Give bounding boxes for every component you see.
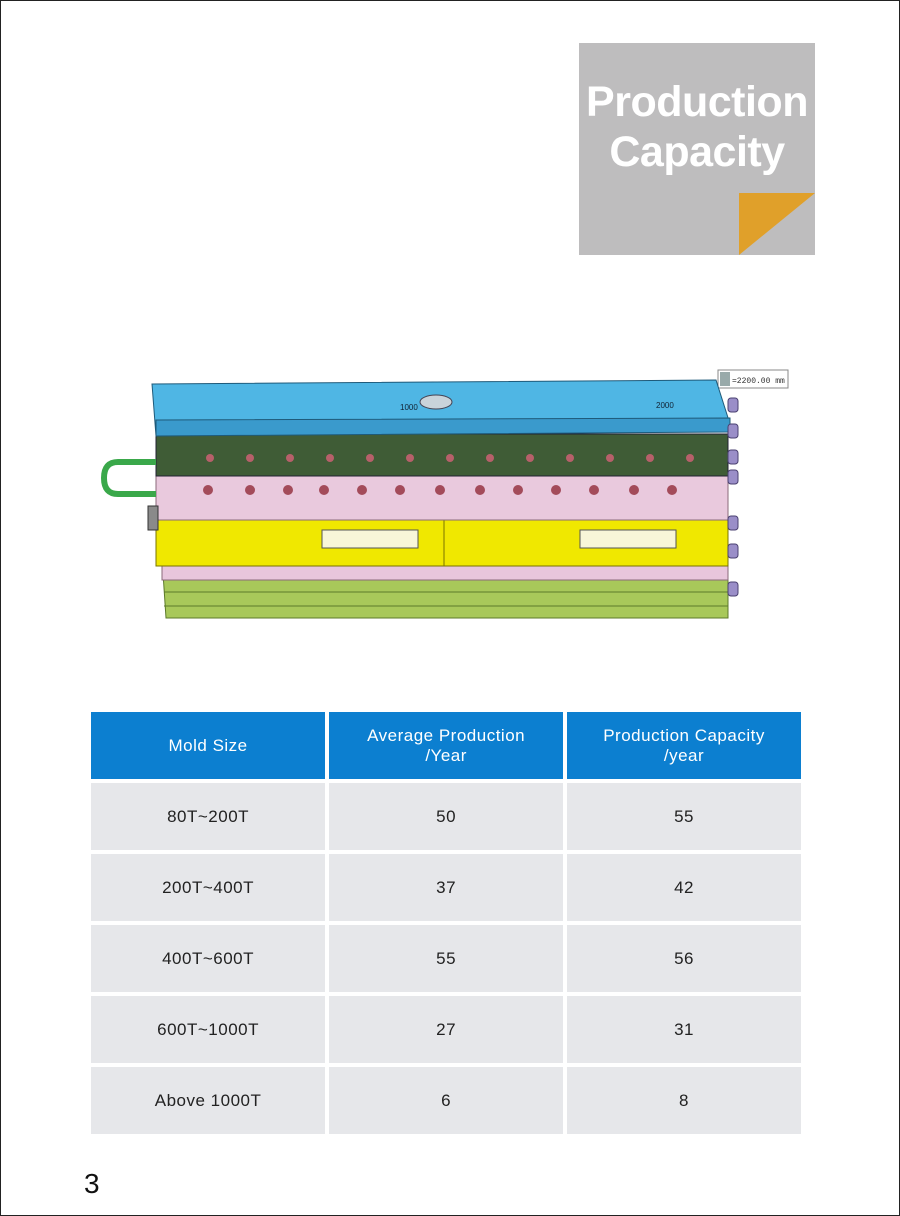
cell-average-production: 37 [329, 854, 564, 921]
cell-average-production: 50 [329, 783, 564, 850]
title-line-2: Capacity [609, 128, 785, 176]
cell-mold-size: 80T~200T [91, 783, 326, 850]
cell-mold-size: 600T~1000T [91, 996, 326, 1063]
table-row: 200T~400T 37 42 [91, 854, 801, 921]
cell-average-production: 27 [329, 996, 564, 1063]
cell-mold-size: 200T~400T [91, 854, 326, 921]
svg-text:1000: 1000 [400, 403, 418, 412]
table-row: 80T~200T 50 55 [91, 783, 801, 850]
mold-illustration: =2200.00 mm 1000 2000 [100, 369, 789, 619]
cooling-plate [155, 433, 729, 477]
svg-text:=2200.00 mm: =2200.00 mm [732, 377, 785, 386]
cell-mold-size: Above 1000T [91, 1067, 326, 1134]
header-average-production: Average Production /Year [329, 712, 564, 779]
cell-production-capacity: 56 [567, 925, 801, 992]
header-production-capacity: Production Capacity /year [567, 712, 801, 779]
svg-text:2000: 2000 [656, 401, 674, 410]
title-line-1: Production [586, 78, 808, 126]
cell-production-capacity: 42 [567, 854, 801, 921]
capacity-table: Mold Size Average Production /Year Produ… [87, 708, 805, 1138]
cell-production-capacity: 31 [567, 996, 801, 1063]
page-number: 3 [84, 1168, 100, 1199]
cell-mold-size: 400T~600T [91, 925, 326, 992]
header-mold-size: Mold Size [91, 712, 326, 779]
cell-production-capacity: 8 [567, 1067, 801, 1134]
cell-production-capacity: 55 [567, 783, 801, 850]
cell-average-production: 55 [329, 925, 564, 992]
table-header-row: Mold Size Average Production /Year Produ… [91, 712, 801, 779]
table-row: Above 1000T 6 8 [91, 1067, 801, 1134]
section-title-box: Production Capacity [579, 43, 815, 255]
dimension-tag: =2200.00 mm [717, 369, 789, 389]
folded-corner-icon [739, 193, 815, 255]
table-row: 600T~1000T 27 31 [91, 996, 801, 1063]
cell-average-production: 6 [329, 1067, 564, 1134]
section-title: Production Capacity [579, 77, 815, 177]
table-row: 400T~600T 55 56 [91, 925, 801, 992]
core-plate [155, 473, 729, 521]
